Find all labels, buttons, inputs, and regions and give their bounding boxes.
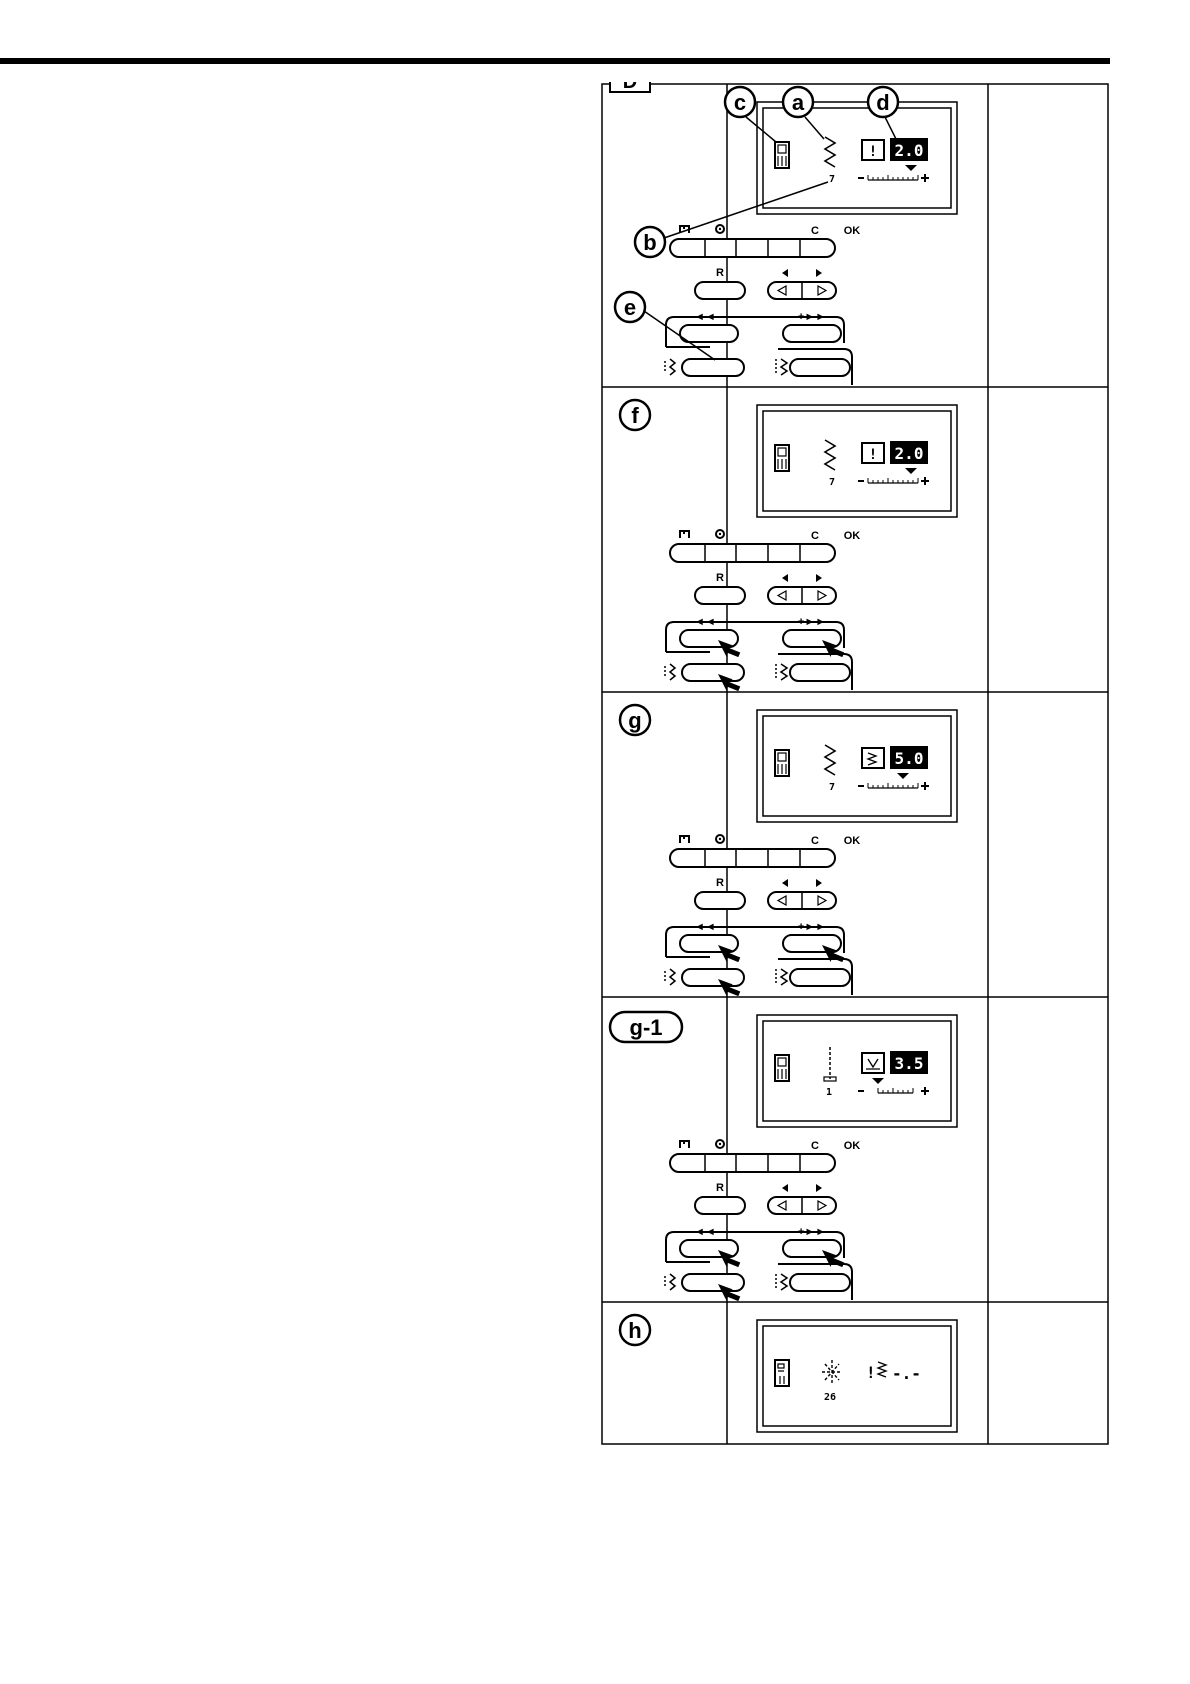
callout-e: e <box>624 295 636 320</box>
stitch-number: 7 <box>829 174 835 185</box>
ok-button-label: OK <box>844 225 861 237</box>
plus-button-label: +►► <box>798 1226 826 1238</box>
c-button-label: C <box>811 225 819 237</box>
step-marker-f: f <box>631 403 639 428</box>
control-panel-figure: D 7 ! 2.0 a c d b <box>600 82 1110 1447</box>
c-button-label: C <box>811 530 819 542</box>
minus-button-label: ◄◄– <box>694 1226 722 1238</box>
setting-value: 2.0 <box>895 141 924 160</box>
plus-button-label: +►► <box>798 921 826 933</box>
callout-d: d <box>876 90 889 115</box>
r-button-label: R <box>716 1182 724 1194</box>
plus-button-label: +►► <box>798 616 826 628</box>
step-marker-g-1: g-1 <box>630 1015 663 1040</box>
minus-button-label: ◄◄– <box>694 311 722 323</box>
step-marker-h: h <box>628 1318 641 1343</box>
panel-g: g 7 5.0 C OK R ◄◄– +►► <box>618 703 958 1002</box>
warning-mark: ! <box>866 1363 876 1382</box>
panel-f: f 7 ! 2.0 C OK R ◄◄– +►► <box>618 398 958 697</box>
r-button-label: R <box>716 877 724 889</box>
step-marker-g: g <box>628 708 641 733</box>
callout-a: a <box>792 90 805 115</box>
panel-h: h 26 ! -.- <box>618 1313 958 1433</box>
panel-g-1: g-1 1 3.5 C OK R ◄◄– +►► <box>608 1010 958 1307</box>
r-button-label: R <box>716 267 724 279</box>
figure-tag: D <box>623 82 637 93</box>
stitch-number: 7 <box>829 477 835 488</box>
panel-d: 7 ! 2.0 a c d b C OK R ◄◄– +►► <box>613 85 958 386</box>
star-stitch-icon <box>822 1360 842 1384</box>
c-button-label: C <box>811 835 819 847</box>
minus-button-label: ◄◄– <box>694 616 722 628</box>
setting-value: -.- <box>892 1364 921 1383</box>
setting-value: 5.0 <box>895 749 924 768</box>
r-button-label: R <box>716 572 724 584</box>
ok-button-label: OK <box>844 1140 861 1152</box>
c-button-label: C <box>811 1140 819 1152</box>
ok-button-label: OK <box>844 835 861 847</box>
minus-button-label: ◄◄– <box>694 921 722 933</box>
stitch-number: 26 <box>824 1392 836 1403</box>
setting-value: 2.0 <box>895 444 924 463</box>
stitch-number: 1 <box>826 1087 832 1098</box>
ok-button-label: OK <box>844 530 861 542</box>
svg-text:!: ! <box>869 447 877 463</box>
callout-c: c <box>734 90 746 115</box>
plus-button-label: +►► <box>798 311 826 323</box>
top-rule <box>0 58 1110 64</box>
callout-b: b <box>643 230 656 255</box>
svg-text:!: ! <box>869 144 877 160</box>
figure-tag-box <box>609 82 651 93</box>
setting-value: 3.5 <box>895 1054 924 1073</box>
stitch-number: 7 <box>829 782 835 793</box>
